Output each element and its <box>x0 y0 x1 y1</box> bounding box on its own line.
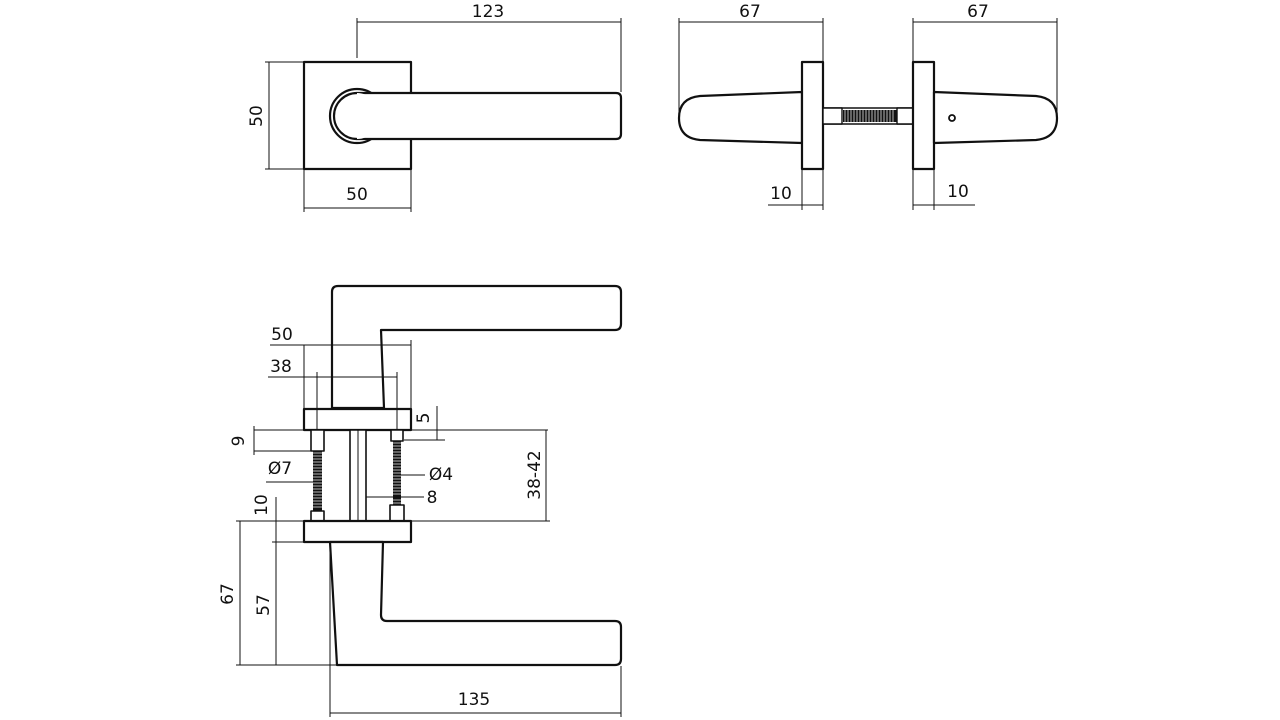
left-screw-rod <box>313 451 322 511</box>
upper-rose <box>302 407 413 432</box>
spindle-right-block <box>896 107 914 125</box>
dim-label-left-projection: 67 <box>739 2 761 22</box>
dim-label-overall-height: 67 <box>218 583 238 605</box>
right-lever <box>932 90 1059 145</box>
dim-label-door-thickness: 38-42 <box>525 450 545 499</box>
lower-rose <box>302 519 413 544</box>
dim-label-screw-spacing: 38 <box>270 357 292 377</box>
right-rose <box>911 60 936 171</box>
dim-label-screw-head: 9 <box>229 436 249 447</box>
lever-arm <box>355 91 623 141</box>
front-view: 123 50 50 <box>247 2 623 212</box>
dim-label-rod-diameter: Ø4 <box>429 465 453 485</box>
dim-label-rose-height: 50 <box>247 105 267 127</box>
dim-label-right-projection: 67 <box>967 2 989 22</box>
dim-label-left-rose-thickness: 10 <box>770 184 792 204</box>
dim-label-spindle-size: 8 <box>427 488 438 508</box>
dim-label-screw-diameter: Ø7 <box>268 459 292 479</box>
dim-label-lever-length: 123 <box>472 2 504 22</box>
left-lever <box>677 90 804 145</box>
left-screw-head <box>310 429 325 452</box>
dim-label-rose-thickness-top: 5 <box>414 413 434 424</box>
neck-arc <box>332 91 358 141</box>
right-screw-sleeve <box>389 504 405 522</box>
left-screw-sleeve <box>310 510 325 522</box>
spindle-left-block <box>822 107 843 125</box>
dim-label-lever-length: 135 <box>458 690 490 710</box>
dim-label-right-rose-thickness: 10 <box>947 182 969 202</box>
upper-lever <box>330 284 623 410</box>
dim-label-rose-width: 50 <box>271 325 293 345</box>
spindle-thread <box>843 110 897 122</box>
side-view: 67 67 10 10 <box>677 2 1059 210</box>
dim-label-rose-thickness-bottom: 10 <box>252 494 272 516</box>
neck-mask <box>334 93 380 139</box>
dim-label-rose-width: 50 <box>346 185 368 205</box>
lower-lever <box>328 540 623 667</box>
dim-label-lever-height: 57 <box>254 594 274 616</box>
left-rose <box>800 60 825 171</box>
top-view: 50 38 5 9 Ø7 Ø4 8 38-42 10 <box>218 284 623 717</box>
thread-lines <box>844 110 894 122</box>
right-screw-head <box>390 429 404 442</box>
grub-screw-icon <box>948 114 956 122</box>
screw-threads <box>313 442 401 508</box>
